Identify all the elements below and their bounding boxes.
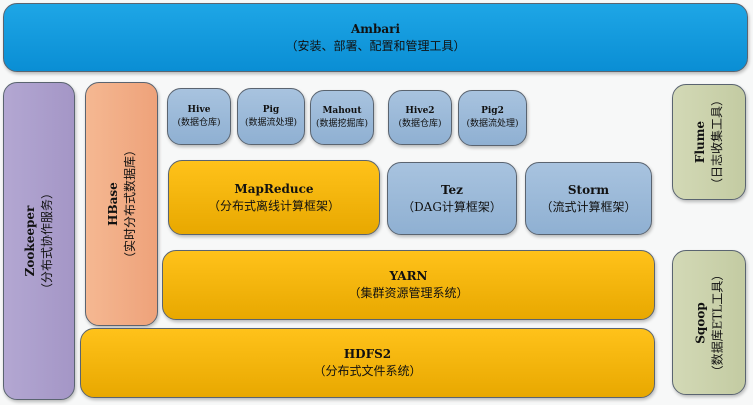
sqoop-name: Sqoop bbox=[693, 301, 708, 344]
app-desc: (数据挖掘库) bbox=[315, 118, 369, 129]
pig-box: Pig (数据流处理) bbox=[237, 88, 305, 145]
app-desc: (数据仓库) bbox=[177, 117, 221, 128]
zookeeper-desc: （分布式协作服务） bbox=[40, 186, 55, 296]
storm-box: Storm （流式计算框架） bbox=[525, 162, 652, 235]
ambari-name: Ambari bbox=[350, 21, 401, 36]
flume-box: Flume（日志收集工具） bbox=[672, 84, 746, 200]
hdfs-name: HDFS2 bbox=[343, 347, 392, 361]
yarn-name: YARN bbox=[389, 269, 428, 283]
hdfs-box: HDFS2 （分布式文件系统） bbox=[80, 328, 655, 398]
sqoop-desc: （数据库ETL工具） bbox=[710, 268, 725, 377]
tez-desc: （DAG计算框架） bbox=[402, 199, 502, 214]
hbase-box: HBase（实时分布式数据库） bbox=[85, 82, 158, 326]
app-desc: (数据流处理) bbox=[244, 117, 298, 128]
storm-name: Storm bbox=[567, 182, 610, 197]
yarn-box: YARN （集群资源管理系统） bbox=[162, 250, 655, 320]
pig2-box: Pig2 (数据流处理) bbox=[458, 90, 527, 146]
yarn-desc: （集群资源管理系统） bbox=[348, 286, 469, 300]
tez-name: Tez bbox=[440, 182, 463, 197]
zookeeper-box: Zookeeper（分布式协作服务） bbox=[3, 82, 75, 400]
tez-box: Tez （DAG计算框架） bbox=[387, 162, 517, 235]
ambari-desc: （安装、部署、配置和管理工具） bbox=[285, 38, 466, 53]
mapreduce-name: MapReduce bbox=[234, 181, 314, 196]
hbase-desc: （实时分布式数据库） bbox=[122, 143, 137, 265]
app-name: Hive bbox=[187, 104, 211, 115]
app-desc: (数据流处理) bbox=[466, 119, 519, 129]
mahout-box: Mahout (数据挖掘库) bbox=[310, 90, 374, 145]
hive-box: Hive (数据仓库) bbox=[167, 88, 231, 145]
mapreduce-desc: （分布式离线计算框架） bbox=[207, 198, 340, 213]
mapreduce-box: MapReduce （分布式离线计算框架） bbox=[168, 160, 380, 235]
flume-name: Flume bbox=[693, 120, 708, 164]
zookeeper-name: Zookeeper bbox=[23, 205, 38, 277]
hbase-name: HBase bbox=[105, 182, 120, 226]
hdfs-desc: （分布式文件系统） bbox=[313, 364, 422, 378]
flume-desc: （日志收集工具） bbox=[710, 93, 725, 191]
sqoop-box: Sqoop（数据库ETL工具） bbox=[672, 250, 746, 395]
app-name: Hive2 bbox=[405, 105, 435, 116]
app-name: Pig bbox=[262, 104, 280, 115]
app-desc: (数据仓库) bbox=[398, 118, 442, 129]
storm-desc: （流式计算框架） bbox=[540, 199, 637, 214]
app-name: Mahout bbox=[322, 105, 362, 116]
app-name: Pig2 bbox=[481, 106, 504, 116]
hive2-box: Hive2 (数据仓库) bbox=[388, 90, 452, 145]
ambari-box: Ambari （安装、部署、配置和管理工具） bbox=[3, 3, 748, 72]
